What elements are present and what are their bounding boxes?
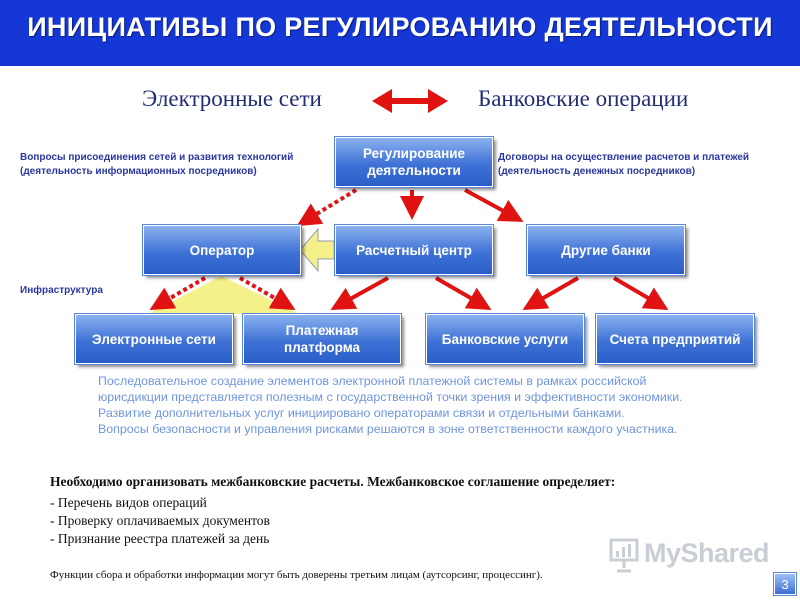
- arrow-settlement-to-platform: [330, 276, 389, 310]
- agreement-heading: Необходимо организовать межбанковские ра…: [50, 474, 616, 489]
- box-enterprise-accounts: Счета предприятий: [596, 314, 754, 364]
- page-number-button[interactable]: 3: [774, 573, 796, 595]
- hollow-arrow: [299, 227, 335, 273]
- arrow-banks-to-bank-services: [522, 276, 579, 310]
- double-arrow-icon: [372, 89, 448, 113]
- box-other-banks: Другие банки: [527, 225, 685, 275]
- list-item: - Перечень видов операций: [50, 495, 207, 510]
- box-payment-platform: Платежная платформа: [243, 314, 401, 364]
- presentation-icon: [609, 538, 639, 573]
- dotted-arrow-to-payment-platform: [239, 276, 296, 310]
- description-text: Последовательное создание элементов элек…: [98, 373, 778, 437]
- header-bar: ИНИЦИАТИВЫ ПО РЕГУЛИРОВАНИЮ ДЕЯТЕЛЬНОСТИ: [0, 0, 800, 66]
- description-line: юрисдикции представляется полезным с гос…: [98, 390, 683, 404]
- box-electronic-networks: Электронные сети: [75, 314, 233, 364]
- label-banking-operations: Банковские операции: [478, 86, 689, 111]
- box-operator: Оператор: [143, 225, 301, 275]
- dotted-arrow-to-operator: [296, 188, 358, 227]
- dotted-arrow-to-e-networks: [149, 276, 206, 310]
- list-item: - Проверку оплачиваемых документов: [50, 513, 270, 528]
- note-infrastructure: Инфраструктура: [20, 285, 103, 296]
- footnote: Функции сбора и обработки информации мог…: [50, 569, 543, 581]
- list-item: - Признание реестра платежей за день: [50, 531, 270, 546]
- box-regulation: Регулирование деятельности: [335, 137, 493, 187]
- logo-text: MyShared: [644, 538, 770, 568]
- agreement-list: - Перечень видов операций - Проверку опл…: [50, 494, 270, 548]
- myshared-logo: MyShared: [608, 538, 778, 574]
- note-network-connection: Вопросы присоединения сетей и развития т…: [20, 152, 294, 177]
- arrow-banks-to-accounts: [612, 276, 669, 311]
- description-line: Развитие дополнительных услуг инициирова…: [98, 406, 625, 420]
- label-electronic-networks: Электронные сети: [142, 86, 322, 111]
- note-settlement-contracts: Договоры на осуществление расчетов и пла…: [498, 152, 750, 177]
- description-line: Последовательное создание элементов элек…: [98, 374, 647, 388]
- box-bank-services: Банковские услуги: [426, 314, 584, 364]
- box-settlement-center: Расчетный центр: [335, 225, 493, 275]
- page-number: 3: [781, 576, 789, 592]
- description-line: Вопросы безопасности и управления рискам…: [98, 422, 678, 436]
- arrow-settlement-to-bank-services: [435, 276, 492, 310]
- arrow-to-other-banks: [464, 188, 524, 222]
- infrastructure-triangle: [148, 276, 300, 314]
- page-title: ИНИЦИАТИВЫ ПО РЕГУЛИРОВАНИЮ ДЕЯТЕЛЬНОСТИ: [27, 12, 773, 42]
